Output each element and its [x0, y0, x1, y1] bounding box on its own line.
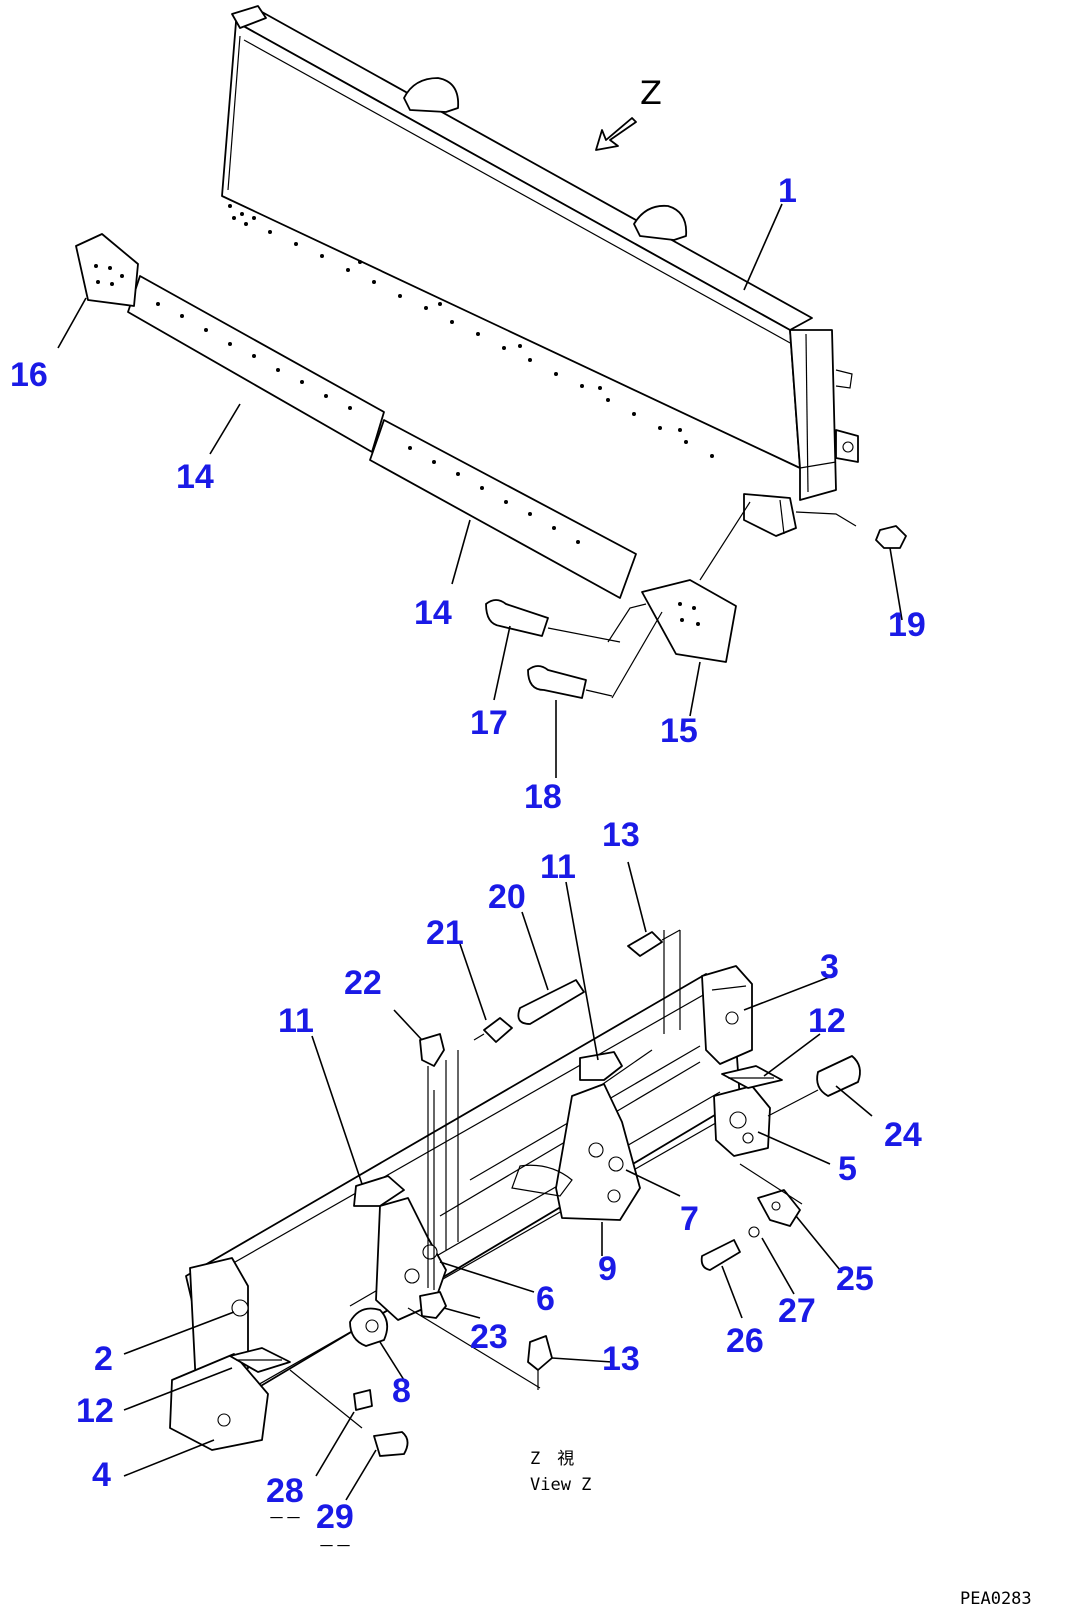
blade-bolt-holes: [228, 204, 714, 458]
callout-14a: 14: [176, 458, 214, 496]
callout-19: 19: [888, 606, 926, 644]
callout-12b: 12: [76, 1392, 114, 1430]
callout-13b: 13: [602, 1340, 640, 1378]
callout-numbers: 1 16 14 14 19 17 15 18 13 11 20 21 3 22 …: [10, 172, 926, 1536]
callout-2: 2: [94, 1340, 113, 1378]
callout-26: 26: [726, 1322, 764, 1360]
callout-11a: 11: [540, 848, 576, 886]
lower-small-parts: [289, 929, 861, 1457]
view-arrow-label: Z: [640, 74, 662, 112]
view-caption: View Z: [530, 1475, 591, 1495]
end-bit-right: [641, 579, 737, 663]
callout-1: 1: [778, 172, 797, 210]
callout-12a: 12: [808, 1002, 846, 1040]
callout-27: 27: [778, 1292, 816, 1330]
end-bit-left: [75, 233, 139, 307]
callout-20: 20: [488, 878, 526, 916]
drawing-code: PEA0283: [960, 1589, 1032, 1609]
view-z-arrow: Z: [595, 74, 662, 151]
callout-13a: 13: [602, 816, 640, 854]
callout-15: 15: [660, 712, 698, 750]
under-mark-29: －－: [318, 1537, 352, 1557]
callout-23: 23: [470, 1318, 508, 1356]
callout-18: 18: [524, 778, 562, 816]
callout-21: 21: [426, 914, 464, 952]
nut-19: [795, 511, 907, 549]
callout-29: 29: [316, 1498, 354, 1536]
callout-11b: 11: [278, 1002, 314, 1040]
callout-5: 5: [838, 1150, 857, 1188]
leader-lines: [57, 203, 903, 1501]
callout-16: 16: [10, 356, 48, 394]
callout-24: 24: [884, 1116, 922, 1154]
view-caption-cjk: Z 視: [530, 1449, 574, 1469]
callout-7: 7: [680, 1200, 699, 1238]
callout-4: 4: [92, 1456, 111, 1494]
callout-9: 9: [598, 1250, 617, 1288]
callout-6: 6: [536, 1280, 555, 1318]
callout-8: 8: [392, 1372, 411, 1410]
callout-14b: 14: [414, 594, 452, 632]
blade-assembly: [221, 5, 859, 537]
callout-25: 25: [836, 1260, 874, 1298]
cutting-edges: [127, 275, 637, 599]
callout-3: 3: [820, 948, 839, 986]
callout-22: 22: [344, 964, 382, 1002]
under-mark-28: －－: [268, 1509, 302, 1529]
callout-28: 28: [266, 1472, 304, 1510]
callout-17: 17: [470, 704, 508, 742]
bolts-17-18: [485, 501, 751, 699]
